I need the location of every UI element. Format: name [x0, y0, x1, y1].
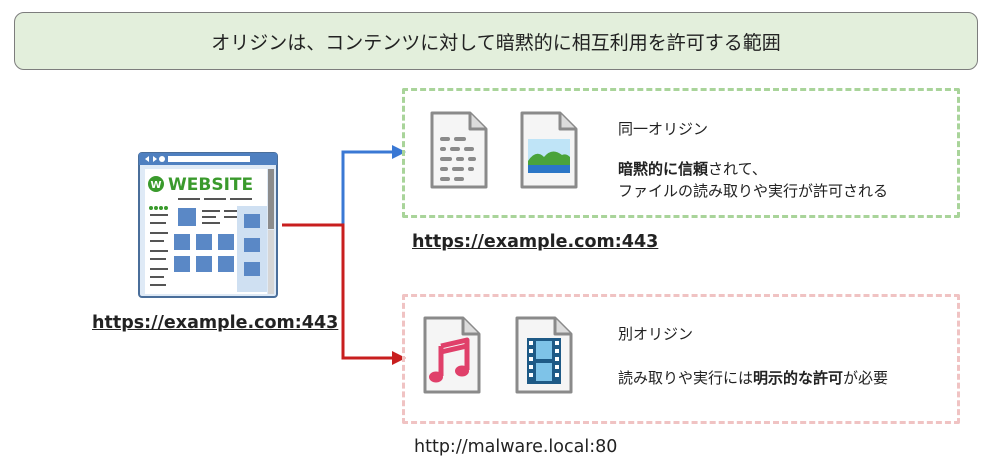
other-origin-title: 別オリジン	[618, 325, 694, 343]
image-file-icon	[520, 111, 578, 189]
other-origin-description: 読み取りや実行には明示的な許可が必要	[618, 367, 888, 388]
same-origin-desc-rest: されて、	[708, 160, 767, 178]
same-origin-arrow	[282, 150, 392, 227]
same-origin-url: https://example.com:443	[412, 232, 659, 252]
same-origin-description: 暗黙的に信頼されて、	[618, 158, 767, 179]
other-origin-desc-pre: 読み取りや実行には	[618, 369, 754, 387]
same-origin-box	[402, 88, 960, 218]
other-origin-arrowhead	[392, 351, 406, 365]
text-file-icon	[430, 111, 488, 189]
same-origin-arrowhead	[392, 145, 406, 159]
svg-text:W: W	[150, 180, 161, 191]
music-file-icon	[423, 316, 481, 394]
other-origin-box	[402, 294, 960, 424]
same-origin-desc-bold: 暗黙的に信頼	[618, 160, 709, 178]
other-origin-desc-post: が必要	[843, 369, 889, 387]
same-origin-title: 同一オリジン	[618, 120, 709, 138]
other-origin-url: http://malware.local:80	[414, 437, 618, 457]
banner-text: オリジンは、コンテンツに対して暗黙的に相互利用を許可する範囲	[211, 31, 781, 54]
other-origin-arrow	[282, 223, 392, 360]
origin-definition-banner: オリジンは、コンテンツに対して暗黙的に相互利用を許可する範囲	[14, 12, 978, 70]
website-logo-text: WEBSITE	[168, 175, 253, 195]
source-url: https://example.com:443	[92, 313, 339, 333]
video-file-icon	[515, 316, 573, 394]
website-illustration: W WEBSITE	[138, 152, 278, 298]
other-origin-desc-bold: 明示的な許可	[753, 369, 844, 387]
same-origin-desc-line2: ファイルの読み取りや実行が許可される	[618, 182, 889, 200]
